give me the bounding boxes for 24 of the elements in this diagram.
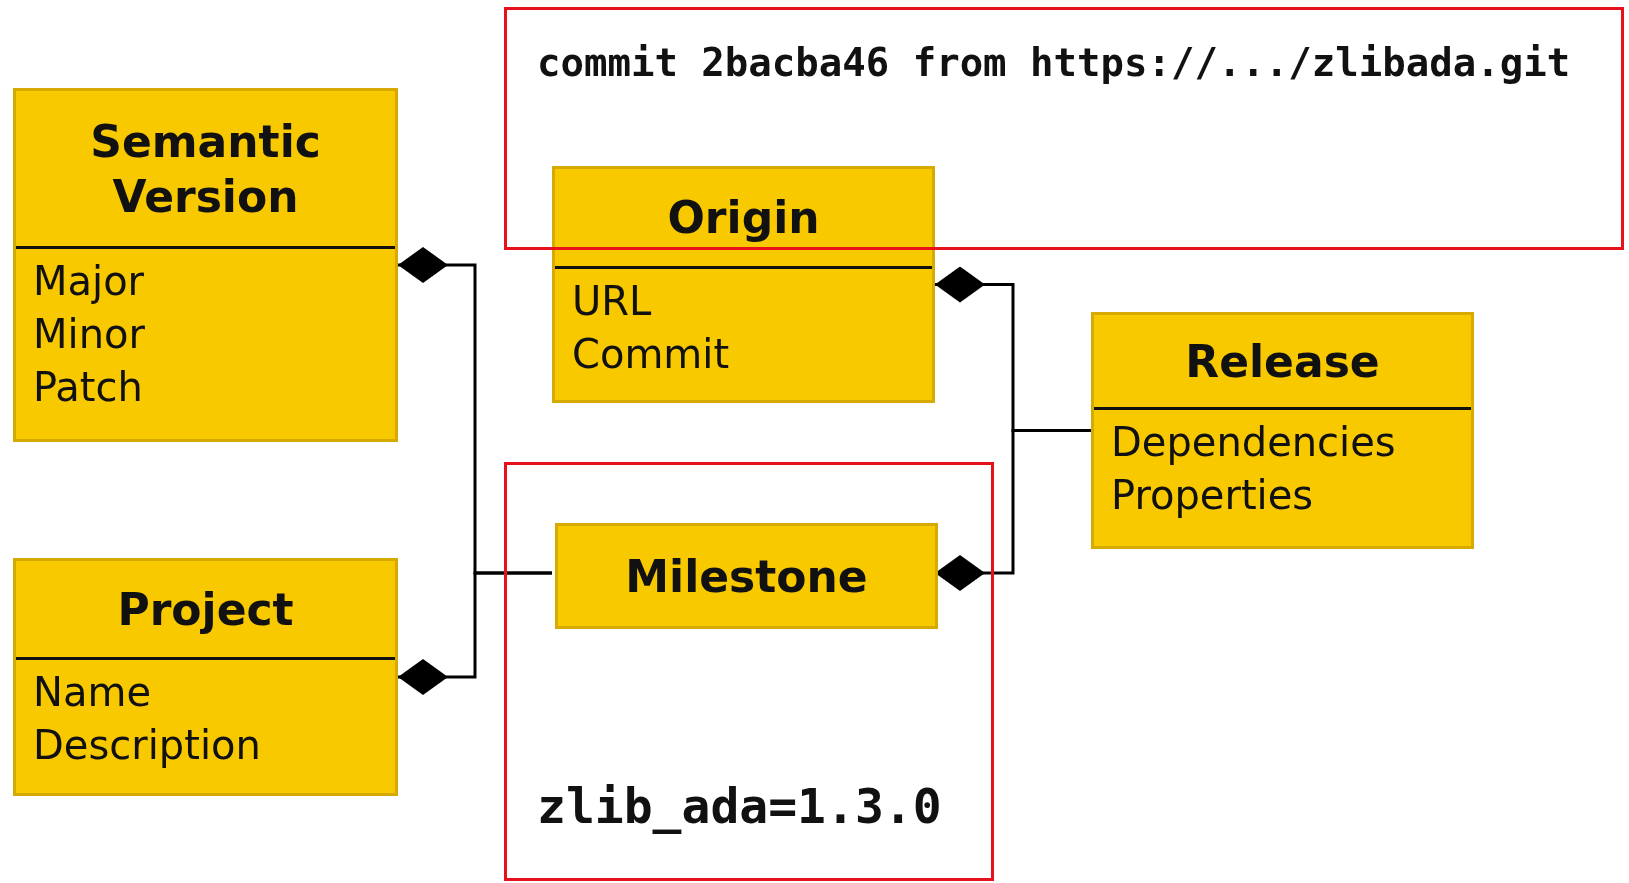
attribute-text: Name <box>33 668 152 717</box>
highlight-frame <box>504 462 994 881</box>
attribute-text: Properties <box>1111 471 1315 520</box>
attribute-text: Major <box>33 257 146 306</box>
class-name: Release <box>1185 334 1380 389</box>
attribute-text: Description <box>33 721 262 770</box>
class-box <box>13 88 398 442</box>
class-box <box>1091 312 1474 549</box>
class-name: Semantic Version <box>89 114 322 224</box>
composition-connector <box>398 571 552 695</box>
class-name: Origin <box>667 191 820 245</box>
attribute-text: Minor <box>33 310 146 359</box>
attribute-text: Dependencies <box>1111 418 1397 467</box>
class-name: Milestone <box>625 549 868 604</box>
attribute-text: URL <box>572 277 653 326</box>
attribute-text: Patch <box>33 363 144 412</box>
class-name: Project <box>117 582 294 637</box>
highlight-frame <box>504 7 1624 250</box>
code-text: commit 2bacba46 from https://.../zlibada.git <box>537 40 1571 85</box>
class-box <box>555 523 938 629</box>
attribute-text: Commit <box>572 330 731 379</box>
class-box <box>552 166 935 403</box>
code-text: zlib_ada=1.3.0 <box>537 778 942 834</box>
class-box <box>13 558 398 796</box>
